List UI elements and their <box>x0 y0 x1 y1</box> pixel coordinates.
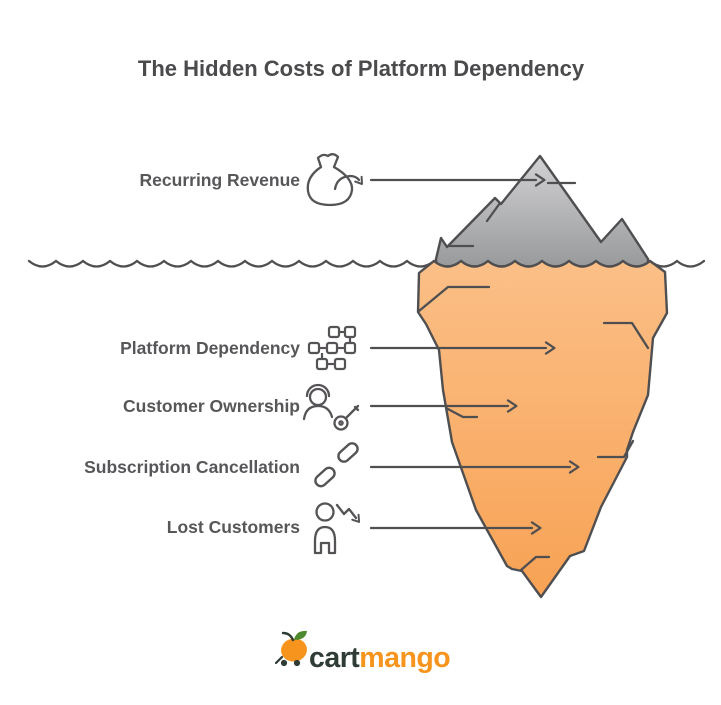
label-customer-ownership: Customer Ownership <box>123 396 300 416</box>
iceberg-above-water <box>434 154 650 270</box>
person-decline-icon <box>313 502 361 555</box>
logo-text-mango: mango <box>359 642 450 674</box>
org-chart-icon <box>307 325 357 371</box>
connector-arrows <box>369 173 580 535</box>
label-recurring-revenue: Recurring Revenue <box>140 170 301 190</box>
mango-cart-icon <box>274 630 307 667</box>
logo-text-cart: cart <box>309 642 360 674</box>
page-title: The Hidden Costs of Platform Dependency <box>138 56 585 81</box>
label-lost-customers: Lost Customers <box>167 517 300 537</box>
money-bag-refresh-icon <box>306 153 364 207</box>
logo-text: cartmango <box>309 642 450 674</box>
label-subscription-cancellation: Subscription Cancellation <box>84 457 300 477</box>
iceberg-cracks <box>417 181 650 572</box>
iceberg-below-water <box>416 259 669 599</box>
cartmango-logo: cartmango <box>274 630 451 674</box>
waterline <box>27 259 706 268</box>
broken-chain-icon <box>314 442 359 488</box>
person-key-icon <box>302 383 360 431</box>
label-platform-dependency: Platform Dependency <box>120 338 300 358</box>
